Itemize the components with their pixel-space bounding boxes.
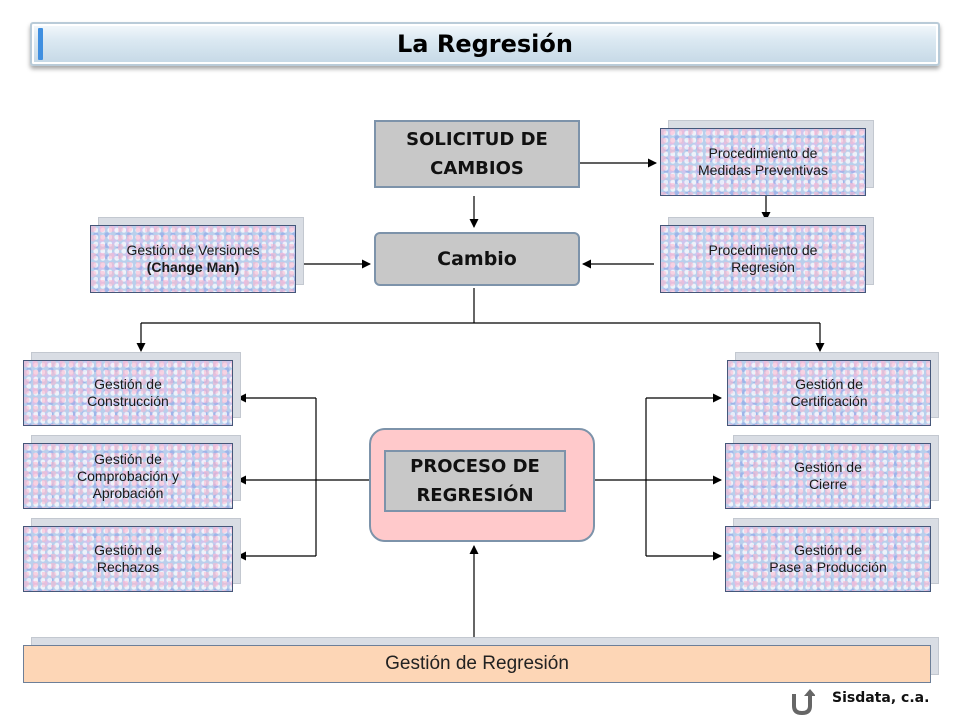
pase-line-2: Pase a Producción (769, 559, 887, 575)
preventivas-line-2: Medidas Preventivas (698, 162, 828, 178)
company-name: Sisdata, c.a. (832, 690, 930, 706)
construccion-line-2: Construcción (87, 393, 169, 409)
rechazos-box: Gestión de Rechazos (23, 526, 233, 592)
rechazos-line-2: Rechazos (96, 559, 160, 575)
cierre-line-1: Gestión de (794, 459, 862, 475)
construccion-box: Gestión de Construcción (23, 360, 233, 426)
gestion-regresion-label: Gestión de Regresión (385, 653, 569, 674)
gestion-regresion-bar: Gestión de Regresión (23, 645, 931, 683)
certificacion-line-1: Gestión de (795, 376, 863, 392)
rechazos-line-1: Gestión de (94, 542, 162, 558)
preventivas-box: Procedimiento de Medidas Preventivas (660, 128, 866, 196)
page-title: La Regresión (397, 30, 573, 58)
solicitud-line-1: SOLICITUD DE (406, 129, 548, 150)
cierre-box: Gestión de Cierre (725, 443, 931, 509)
comprobacion-box: Gestión de Comprobación y Aprobación (23, 443, 233, 509)
versiones-line-2: (Change Man) (146, 259, 240, 275)
regresion-proc-box: Procedimiento de Regresión (660, 225, 866, 293)
cierre-line-2: Cierre (808, 476, 848, 492)
versiones-box: Gestión de Versiones (Change Man) (90, 225, 296, 293)
proceso-regresion-box: PROCESO DE REGRESIÓN (384, 450, 566, 512)
construccion-line-1: Gestión de (94, 376, 162, 392)
versiones-line-1: Gestión de Versiones (126, 242, 260, 258)
pase-line-1: Gestión de (794, 542, 862, 558)
u-turn-arrow-icon (792, 689, 815, 716)
title-accent (38, 28, 43, 60)
comprobacion-line-1: Gestión de (94, 450, 162, 467)
comprobacion-line-3: Aprobación (92, 484, 164, 501)
pase-box: Gestión de Pase a Producción (725, 526, 931, 592)
preventivas-line-1: Procedimiento de (708, 145, 818, 161)
solicitud-line-2: CAMBIOS (430, 158, 524, 179)
solicitud-cambios-box: SOLICITUD DE CAMBIOS (374, 120, 580, 188)
cambio-label: Cambio (437, 248, 517, 270)
proceso-line-2: REGRESIÓN (416, 485, 534, 506)
comprobacion-line-2: Comprobación y (77, 467, 179, 484)
regresion-proc-line-1: Procedimiento de (708, 242, 818, 258)
certificacion-box: Gestión de Certificación (727, 360, 931, 426)
proceso-line-1: PROCESO DE (410, 456, 540, 477)
regresion-proc-line-2: Regresión (731, 259, 795, 275)
certificacion-line-2: Certificación (790, 393, 868, 409)
cambio-box: Cambio (374, 232, 580, 286)
title-bar: La Regresión (30, 22, 940, 66)
